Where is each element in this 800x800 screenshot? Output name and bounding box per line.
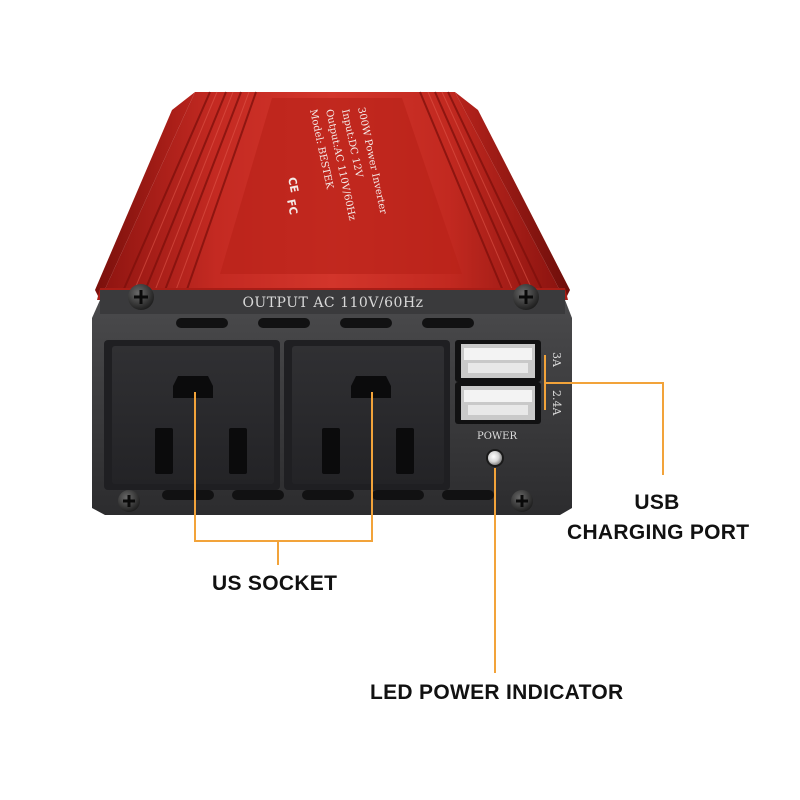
- usb-port-bottom: [455, 382, 541, 424]
- certification-marks: CE FC: [284, 176, 301, 216]
- usb-charging-port-label: USB CHARGING PORT: [567, 488, 750, 548]
- screws: [118, 284, 539, 512]
- us-socket-label: US SOCKET: [212, 572, 338, 595]
- screw-icon: [128, 284, 154, 310]
- top-vents: [176, 318, 474, 328]
- screw-icon: [511, 490, 533, 512]
- usb-label-line-2: CHARGING PORT: [567, 521, 750, 544]
- svg-text:FC: FC: [284, 198, 300, 216]
- output-label: OUTPUT AC 110V/60Hz: [242, 295, 423, 311]
- callout-lines: [194, 355, 664, 673]
- bottom-vents: [162, 490, 494, 500]
- usb-bottom-rating: 2.4A: [550, 390, 563, 416]
- us-socket-callout-line: [194, 392, 373, 542]
- svg-text:CE: CE: [285, 176, 301, 194]
- ac-socket-left: [104, 340, 280, 490]
- usb-top-rating: 3A: [550, 352, 563, 368]
- screw-icon: [513, 284, 539, 310]
- usb-port-top: [455, 340, 541, 382]
- inverter-housing: [95, 91, 570, 300]
- power-label: POWER: [477, 431, 518, 442]
- led-power-indicator-label: LED POWER INDICATOR: [370, 681, 624, 704]
- ac-socket-right: [284, 340, 450, 490]
- usb-label-line-1: USB: [634, 491, 680, 514]
- screw-icon: [118, 490, 140, 512]
- led-indicator: [486, 449, 504, 467]
